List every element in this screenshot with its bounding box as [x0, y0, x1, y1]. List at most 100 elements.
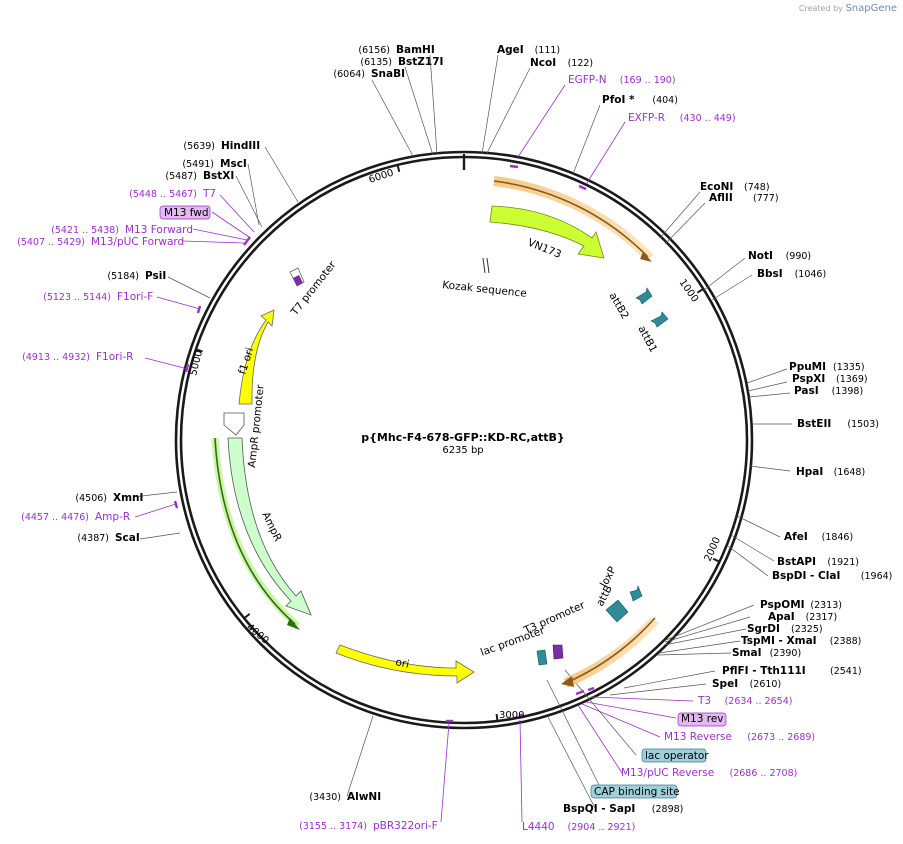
- enzyme-pflfi-tth111i: PflFI - Tth111I(2541): [722, 665, 862, 677]
- enzyme-position: (5487): [165, 171, 197, 182]
- amp-r-mark: [173, 500, 179, 509]
- label-boxes: [159, 205, 727, 799]
- primer-name: EXFP-R: [628, 112, 665, 124]
- kd-rc-highlight: [564, 616, 659, 688]
- enzyme-name: SpeI: [712, 678, 738, 690]
- enzyme-position: (3430): [309, 792, 341, 803]
- enzyme-sgrdi: SgrDI(2325): [747, 623, 823, 635]
- enzyme-bstxi: (5487) BstXI: [165, 170, 234, 182]
- enzyme-position: (2388): [830, 636, 862, 647]
- m13-fwd-box: [159, 205, 211, 220]
- loxp-arrow: [629, 585, 643, 602]
- lac-operator-box: [641, 748, 707, 763]
- enzyme-hindiii: (5639)HindIII: [183, 140, 260, 152]
- enzyme-pasi: PasI(1398): [794, 385, 863, 397]
- ampr-arrow: [227, 437, 312, 616]
- enzyme-name: BstXI: [203, 170, 234, 182]
- enzyme-labels: (6156)BamHI(6135)BstZ17I(6064)SnaBIAgeI(…: [75, 44, 892, 815]
- enzyme-pfoi: PfoI *(404): [602, 94, 678, 106]
- brand-created-by: Created by: [798, 4, 843, 13]
- enzyme-smai: SmaI(2390): [732, 647, 801, 659]
- primer-t7: T7(5448 .. 5467): [129, 188, 216, 200]
- enzyme-pspxi: PspXI (1369): [792, 373, 868, 385]
- attb-arrow: [605, 599, 629, 623]
- enzyme-name: PspXI: [792, 373, 825, 385]
- enzyme-position: (2610): [750, 679, 782, 690]
- primer-amp-r: Amp-R (4457 .. 4476): [21, 511, 130, 523]
- egfp-n-mark: [509, 164, 519, 169]
- primer-name: F1ori-R: [96, 351, 133, 363]
- primer-range: (4457 .. 4476): [21, 512, 89, 523]
- enzyme-name: AlwNI: [347, 791, 381, 803]
- enzyme-position: (777): [753, 193, 779, 204]
- enzyme-position: (1921): [827, 557, 859, 568]
- enzyme-name: BspQI - SapI: [563, 803, 635, 815]
- m13-fwd-mark: [243, 236, 251, 246]
- f1-ori-arrow: [238, 309, 275, 405]
- enzyme-name: SnaBI: [371, 68, 405, 80]
- enzyme-name: ApaI: [768, 611, 795, 623]
- primer-name: Amp-R: [95, 511, 130, 523]
- f1ori-r-mark: [184, 363, 190, 373]
- enzyme-position: (122): [568, 58, 594, 69]
- enzyme-position: (6135): [360, 57, 392, 68]
- enzyme-bspqi-sapi: BspQI - SapI(2898): [563, 803, 683, 815]
- primer-m13-forward: M13 Forward(5421 .. 5438): [51, 224, 193, 236]
- enzyme-name: AgeI: [497, 44, 524, 56]
- enzyme-position: (748): [744, 182, 770, 193]
- enzyme-name: ScaI: [115, 532, 140, 544]
- ori-label: ori: [394, 656, 410, 671]
- m13-rev-box: [677, 712, 727, 727]
- attb2-label: attB2: [606, 291, 631, 322]
- tick-label-4000: 4000: [244, 622, 271, 647]
- enzyme-msci: (5491)MscI: [182, 158, 246, 170]
- enzyme-name: BspDI - ClaI: [772, 570, 840, 582]
- enzyme-bstz17i: (6135)BstZ17I: [360, 56, 443, 68]
- cap-binding-site-box: [590, 784, 678, 799]
- enzyme-name: PfoI *: [602, 94, 635, 106]
- primer-range: (3155 .. 3174): [299, 821, 367, 832]
- tick-label-6000: 6000: [368, 168, 396, 186]
- enzyme-psii: (5184)PsiI: [107, 270, 166, 282]
- enzyme-position: (6156): [358, 45, 390, 56]
- kozak-mark: [482, 257, 486, 274]
- enzyme-afei: AfeI(1846): [784, 531, 853, 543]
- enzyme-name: PsiI: [145, 270, 166, 282]
- primer-exfp-r: EXFP-R(430 .. 449): [628, 112, 736, 124]
- enzyme-position: (2325): [791, 624, 823, 635]
- enzyme-name: NotI: [748, 250, 773, 262]
- enzyme-position: (2390): [770, 648, 802, 659]
- enzyme-xmni: (4506)XmnI: [75, 492, 143, 504]
- enzyme-position: (1846): [822, 532, 854, 543]
- enzyme-position: (4506): [75, 493, 107, 504]
- enzyme-position: (2317): [806, 612, 838, 623]
- ampr-label: AmpR: [259, 510, 284, 543]
- tick-label-5000: 5000: [188, 349, 205, 376]
- kozak-label: Kozak sequence: [442, 279, 528, 300]
- primer-range: (169 .. 190): [620, 75, 676, 86]
- enzyme-position: (5639): [183, 141, 215, 152]
- enzyme-position: (1648): [834, 467, 866, 478]
- enzyme-name: PflFI - Tth111I: [722, 665, 806, 677]
- ampr-arrow-thin: [214, 437, 296, 625]
- primer-labels: EGFP-N(169 .. 190)EXFP-R(430 .. 449)T3(2…: [17, 74, 815, 833]
- primer-name: M13 Reverse: [664, 731, 732, 743]
- enzyme-pspomi: PspOMI(2313): [760, 599, 842, 611]
- vn173-arrow: [489, 205, 605, 259]
- enzyme-bspdi-clai: BspDI - ClaI(1964): [772, 570, 892, 582]
- primer-name: M13 Forward: [125, 224, 193, 236]
- enzyme-bsteii: BstEII(1503): [797, 418, 879, 430]
- snapgene-logo: SnapGene: [845, 3, 897, 14]
- enzyme-agei: AgeI(111): [497, 44, 560, 56]
- enzyme-spei: SpeI (2610): [712, 678, 781, 690]
- enzyme-position: (1335): [833, 362, 865, 373]
- tick-4000: [244, 613, 251, 619]
- enzyme-name: PasI: [794, 385, 819, 397]
- primer-name: T3: [697, 695, 711, 707]
- enzyme-position: (1369): [836, 374, 868, 385]
- m13-rev-mark: [587, 686, 595, 692]
- primer-range: (5448 .. 5467): [129, 189, 197, 200]
- primer-range: (5123 .. 5144): [43, 292, 111, 303]
- enzyme-name: NcoI: [530, 57, 556, 69]
